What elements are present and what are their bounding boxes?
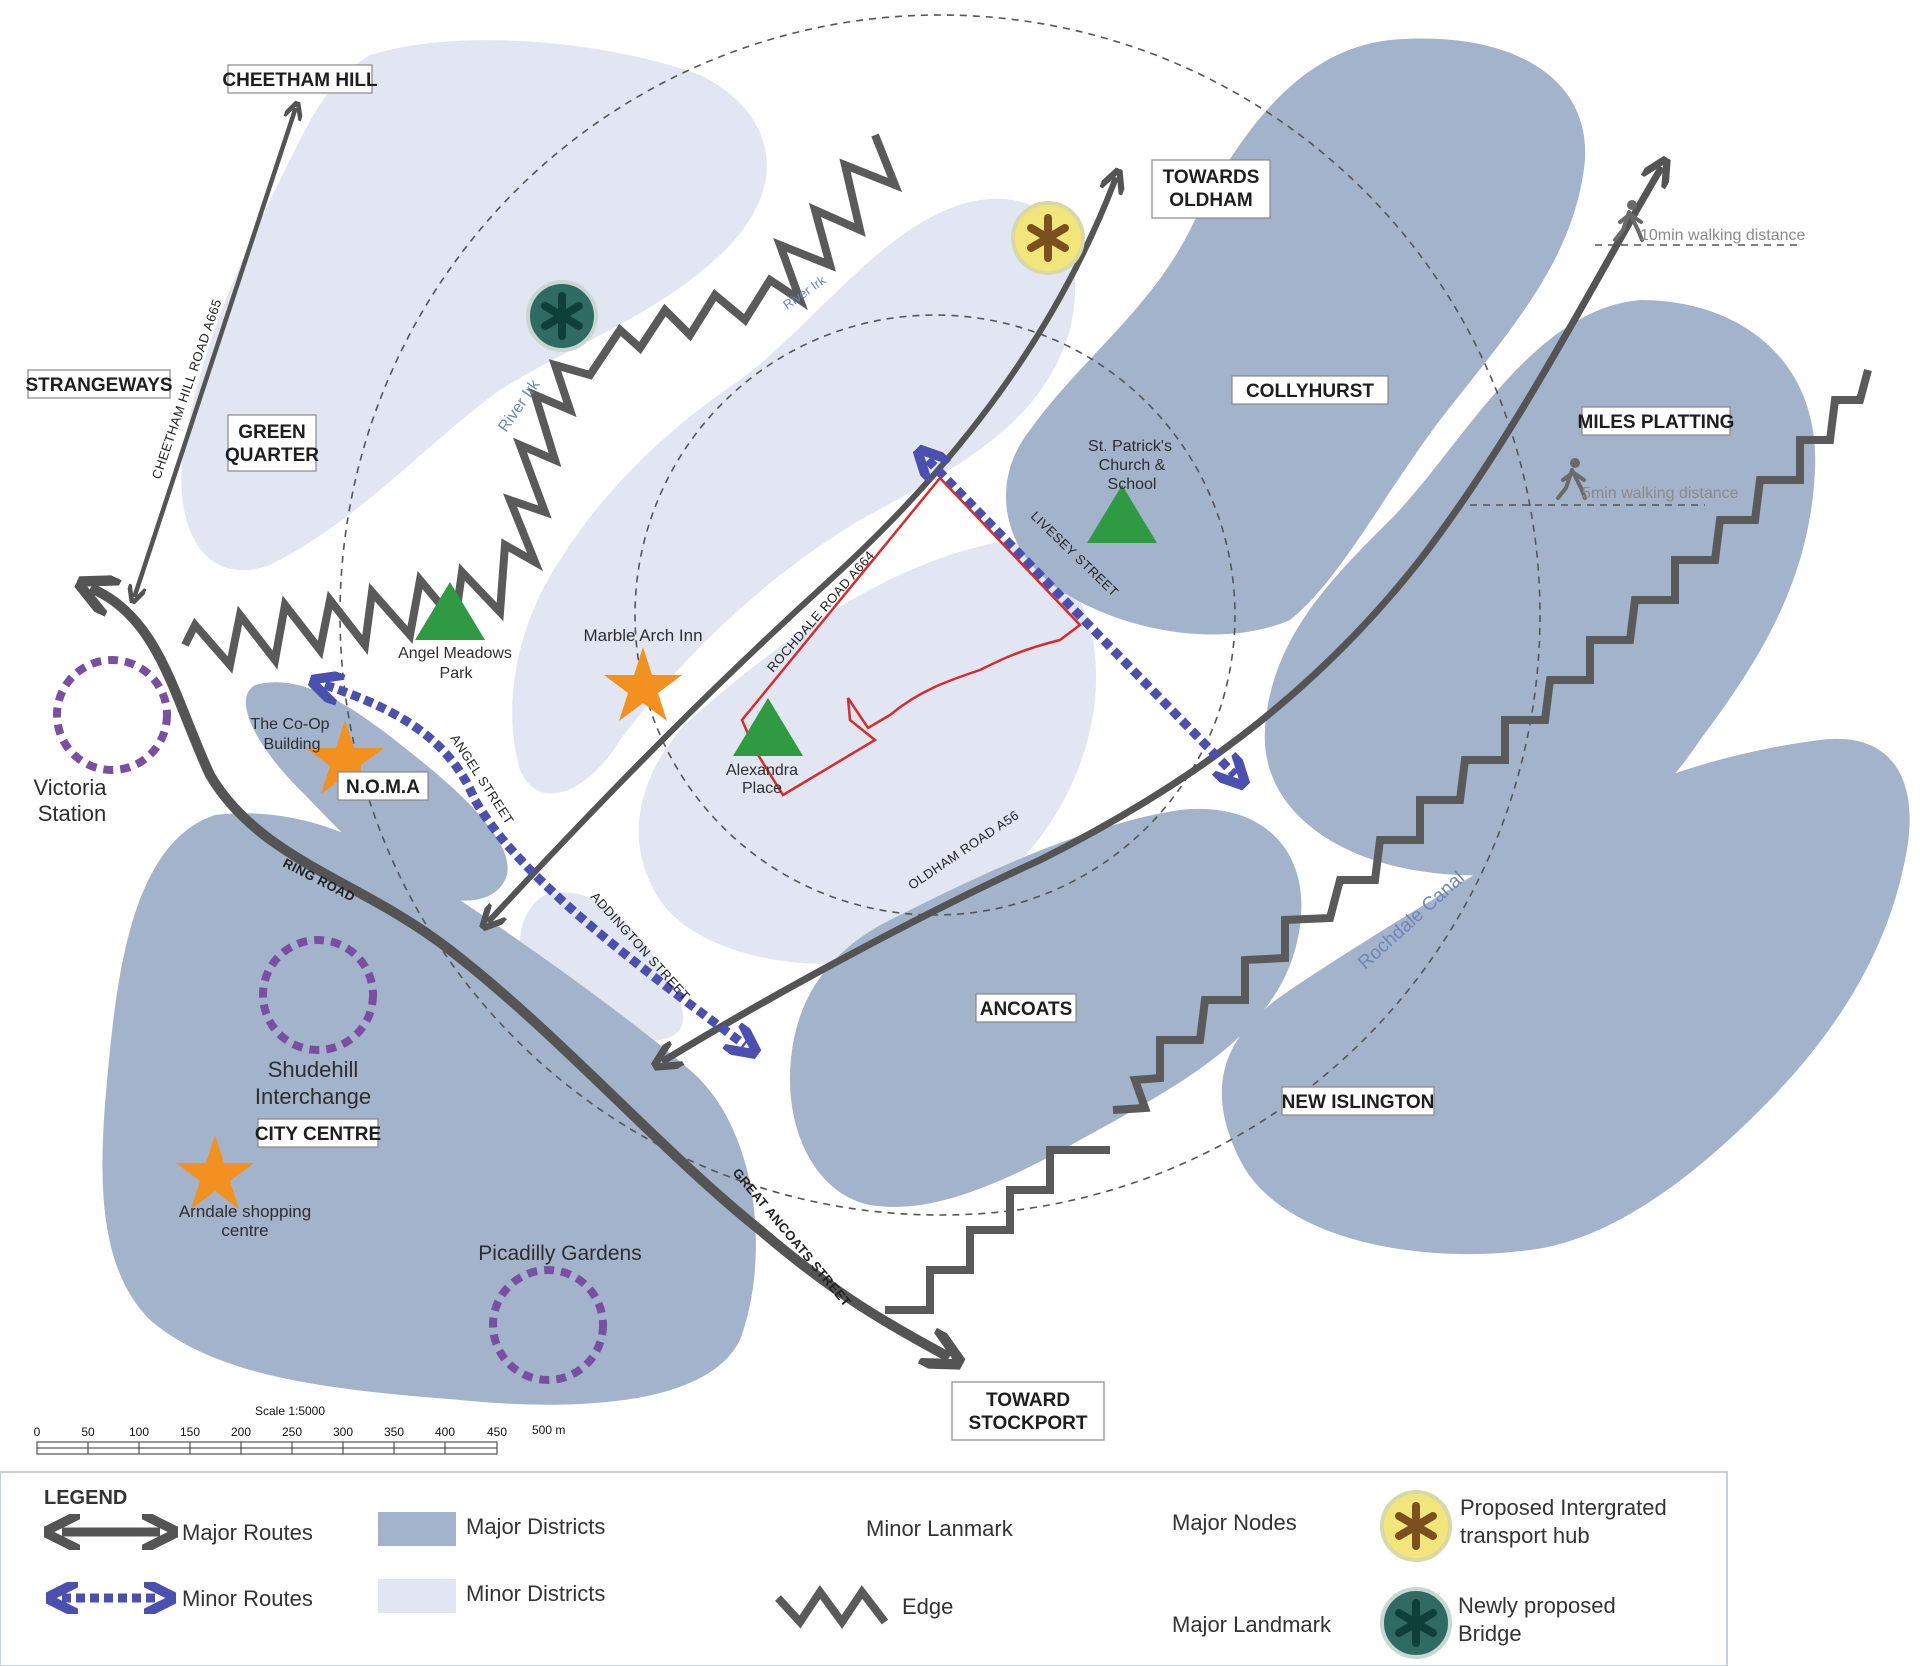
scale-tick-250: 250	[282, 1425, 302, 1439]
node-victoria-station[interactable]	[53, 656, 171, 774]
major-nodes	[53, 656, 1158, 1574]
district-city-centre	[102, 813, 756, 1405]
label-green-quarter-1: GREEN	[238, 422, 306, 443]
legend-minor-district-swatch	[378, 1579, 456, 1613]
label-st-patricks-1: St. Patrick's	[1088, 438, 1172, 455]
label-cheetham-hill: CHEETHAM HILL	[222, 70, 378, 91]
legend-bridge-2: Bridge	[1458, 1621, 1522, 1646]
label-alexandra-1: Alexandra	[726, 762, 798, 779]
legend-major-district-swatch	[378, 1512, 456, 1546]
legend-edge-symbol	[775, 1585, 889, 1629]
label-strangeways: STRANGEWAYS	[25, 375, 172, 396]
scale-bar: Scale 1:5000 0 50 100 150 200 250 300 35…	[34, 1404, 565, 1455]
legend-major-routes: Major Routes	[182, 1520, 313, 1545]
scale-tick-0: 0	[34, 1425, 41, 1439]
minor-routes	[325, 460, 1235, 1045]
legend-hub-symbol	[1380, 1490, 1452, 1562]
landmark-st-patricks[interactable]	[1087, 485, 1157, 543]
route-livesey-street[interactable]	[928, 460, 1235, 775]
scale-tick-350: 350	[384, 1425, 404, 1439]
label-toward-stockport-2: STOCKPORT	[969, 1413, 1088, 1434]
landmark-coop-building[interactable]	[306, 720, 384, 794]
scale-tick-200: 200	[231, 1425, 251, 1439]
label-miles-platting: MILES PLATTING	[1578, 412, 1735, 433]
legend-bridge-1: Newly proposed	[1458, 1593, 1616, 1618]
label-noma: N.O.M.A	[346, 777, 420, 798]
landmark-arndale[interactable]	[176, 1135, 254, 1209]
site-boundary	[740, 476, 1082, 797]
legend-minor-routes: Minor Routes	[182, 1586, 313, 1611]
node-picadilly-gardens[interactable]	[489, 1266, 607, 1384]
label-arndale-2: centre	[221, 1221, 268, 1240]
label-new-islington: NEW ISLINGTON	[1282, 1092, 1435, 1113]
legend-hub-2: transport hub	[1460, 1523, 1590, 1548]
scale-title: Scale 1:5000	[255, 1404, 325, 1418]
legend-major-landmark: Major Landmark	[1172, 1612, 1332, 1637]
label-angel-meadows-1: Angel Meadows	[398, 645, 512, 662]
label-toward-stockport-1: TOWARD	[986, 1390, 1070, 1411]
label-ancoats: ANCOATS	[980, 999, 1073, 1020]
walking-person-icon	[1613, 200, 1644, 242]
scale-tick-150: 150	[180, 1425, 200, 1439]
label-walk-10: 10min walking distance	[1640, 227, 1806, 244]
landmark-angel-meadows[interactable]	[415, 582, 485, 640]
legend-major-nodes: Major Nodes	[1172, 1510, 1297, 1535]
scale-tick-450: 450	[487, 1425, 507, 1439]
label-angel-meadows-2: Park	[440, 665, 474, 682]
scale-end: 500 m	[532, 1423, 565, 1437]
scale-tick-400: 400	[435, 1425, 455, 1439]
label-walk-5: 5min walking distance	[1582, 485, 1739, 502]
landmark-marble-arch-inn[interactable]	[604, 647, 682, 721]
district-labels: CHEETHAM HILL STRANGEWAYS GREEN QUARTER …	[25, 70, 1734, 1434]
new-bridge-icon[interactable]	[526, 280, 598, 352]
label-shudehill-2: Interchange	[255, 1084, 371, 1109]
label-victoria-2: Station	[38, 801, 107, 826]
route-angel-addington[interactable]	[325, 685, 745, 1045]
label-coop-1: The Co-Op	[250, 716, 329, 733]
transport-hub-icon[interactable]	[1011, 201, 1085, 275]
label-green-quarter-2: QUARTER	[225, 445, 319, 466]
district-label-boxes	[27, 64, 1731, 1441]
legend-bridge-symbol	[1380, 1587, 1452, 1659]
label-coop-2: Building	[264, 736, 321, 753]
legend-major-districts: Major Districts	[466, 1514, 605, 1539]
label-collyhurst: COLLYHURST	[1246, 381, 1374, 402]
label-alexandra-2: Place	[742, 780, 782, 797]
legend-edge: Edge	[902, 1594, 953, 1619]
legend-minor-districts: Minor Districts	[466, 1581, 605, 1606]
scale-tick-300: 300	[333, 1425, 353, 1439]
label-picadilly: Picadilly Gardens	[478, 1242, 641, 1265]
label-shudehill-1: Shudehill	[268, 1057, 359, 1082]
scale-tick-100: 100	[129, 1425, 149, 1439]
landmark-alexandra-place[interactable]	[733, 698, 803, 756]
label-victoria-1: Victoria	[34, 775, 108, 800]
walking-person-icon-5min	[1556, 458, 1587, 500]
label-city-centre: CITY CENTRE	[255, 1124, 381, 1145]
scale-tick-50: 50	[81, 1425, 95, 1439]
route-cheetham-hill[interactable]	[135, 110, 295, 595]
label-arndale-1: Arndale shopping	[179, 1202, 311, 1221]
label-towards-oldham-2: OLDHAM	[1169, 190, 1252, 211]
legend-title: LEGEND	[44, 1487, 127, 1509]
legend-hub-1: Proposed Intergrated	[1460, 1495, 1667, 1520]
label-towards-oldham-1: TOWARDS	[1163, 167, 1260, 188]
place-labels: Victoria Station The Co-Op Building Ange…	[34, 227, 1806, 1265]
label-marble-arch: Marble Arch Inn	[583, 626, 702, 645]
legend: LEGEND Major Routes Minor Routes Major D…	[0, 1471, 1728, 1666]
label-st-patricks-2: Church &	[1099, 457, 1166, 474]
label-st-patricks-3: School	[1108, 476, 1157, 493]
legend-minor-landmark: Minor Lanmark	[866, 1516, 1014, 1541]
node-shudehill-interchange[interactable]	[259, 936, 377, 1054]
